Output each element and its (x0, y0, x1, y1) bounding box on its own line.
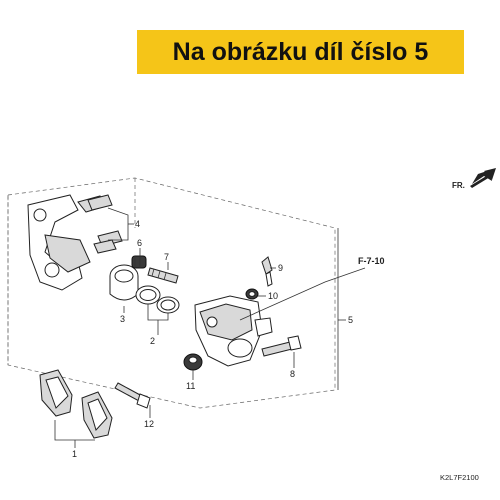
bleeder-screw (261, 256, 273, 287)
callout-8: 8 (290, 369, 295, 379)
leader-lines (54, 207, 366, 448)
bolt-12 (114, 382, 151, 409)
bolt-8 (261, 335, 302, 357)
pad-clip-parts (77, 194, 123, 254)
callout-12: 12 (144, 419, 154, 429)
callout-5: 5 (348, 315, 353, 325)
callout-1: 1 (72, 449, 77, 459)
callout-6: 6 (137, 238, 142, 248)
front-arrow-icon (470, 168, 496, 188)
front-label: FR. (452, 181, 465, 190)
pin-part (147, 267, 179, 284)
piston-part (109, 264, 139, 301)
assembly-outline (7, 177, 336, 409)
caliper-bracket (27, 194, 91, 291)
caliper-body (194, 295, 273, 367)
bleeder-cap (245, 288, 259, 300)
banner-text: Na obrázku díl číslo 5 (172, 37, 429, 66)
brake-pads (39, 369, 113, 439)
callout-9: 9 (278, 263, 283, 273)
callout-7: 7 (164, 252, 169, 262)
diagram-code: K2L7F2100 (440, 473, 479, 482)
callout-11: 11 (186, 381, 195, 391)
callout-4: 4 (135, 219, 140, 229)
callout-10: 10 (268, 291, 278, 301)
callout-3: 3 (120, 314, 125, 324)
part-number-banner: Na obrázku díl číslo 5 (137, 30, 464, 74)
boot-11 (183, 353, 203, 371)
callout-2: 2 (150, 336, 155, 346)
reference-label: F-7-10 (358, 256, 385, 266)
piston-seals (135, 285, 180, 314)
boot-part (131, 255, 147, 269)
